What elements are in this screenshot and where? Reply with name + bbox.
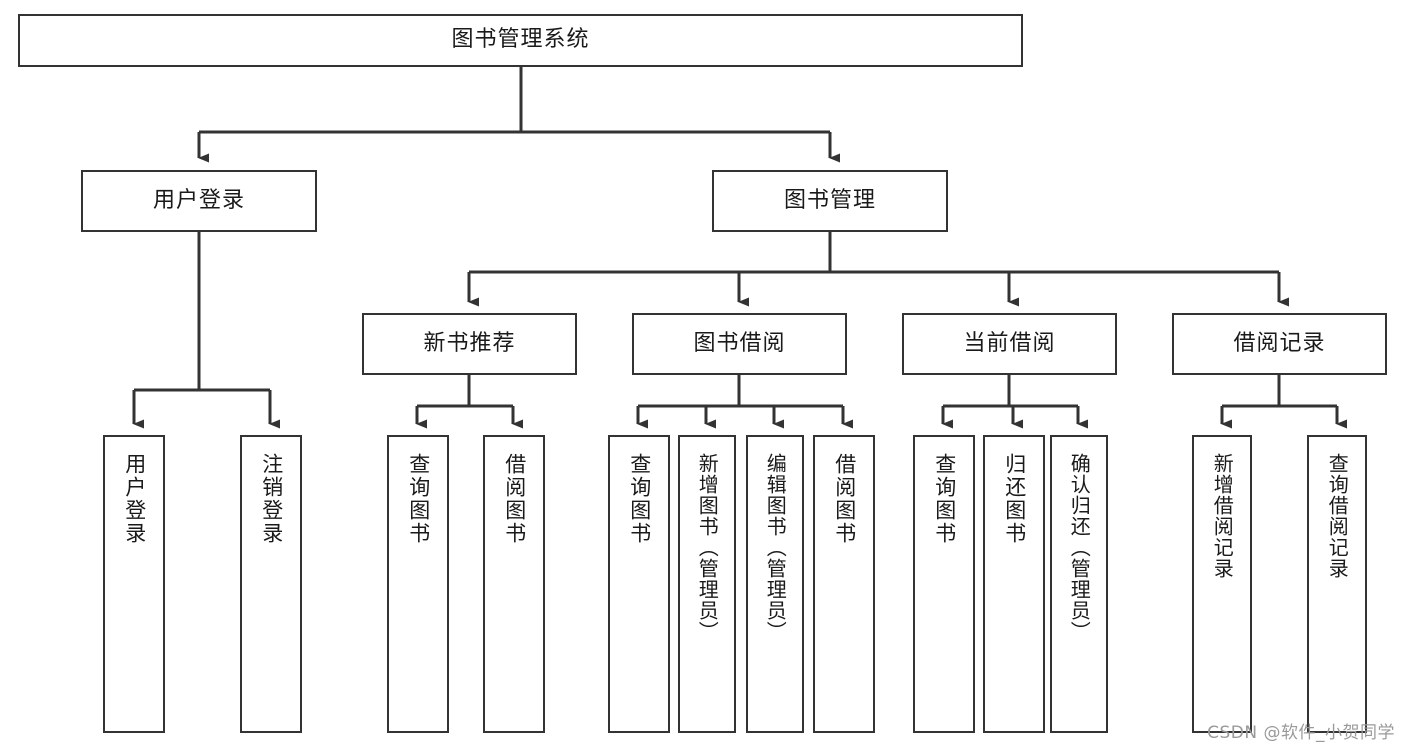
node-book-management[interactable]: 图书管理: [712, 170, 948, 232]
node-label: 用户登录: [122, 453, 147, 545]
node-label: 图书管理: [783, 187, 876, 213]
node-label: 图书借阅: [693, 330, 786, 356]
node-label: 用户登录: [152, 187, 245, 213]
node-label: 新书推荐: [423, 330, 516, 356]
node-label: 新增借阅记录: [1210, 453, 1235, 579]
node-leaf-borrow-book-2[interactable]: 借阅图书: [813, 435, 875, 733]
node-label: 查询图书: [932, 453, 957, 545]
node-leaf-edit-book[interactable]: 编辑图书（管理员）: [746, 435, 804, 733]
node-label: 确认归还（管理员）: [1067, 453, 1092, 642]
node-label: 图书管理系统: [451, 27, 590, 53]
node-label: 新增图书（管理员）: [695, 453, 720, 642]
node-label: 归还图书: [1002, 453, 1027, 545]
node-leaf-query-book-2[interactable]: 查询图书: [608, 435, 670, 733]
node-leaf-borrow-book-1[interactable]: 借阅图书: [483, 435, 545, 733]
node-user-login[interactable]: 用户登录: [81, 170, 317, 232]
watermark-text: CSDN @软件_小贺同学: [1207, 723, 1395, 743]
node-label: 编辑图书（管理员）: [763, 453, 788, 642]
node-leaf-query-book-3[interactable]: 查询图书: [913, 435, 975, 733]
node-borrow-record[interactable]: 借阅记录: [1172, 313, 1387, 375]
node-label: 查询图书: [406, 453, 431, 545]
node-label: 借阅记录: [1233, 330, 1326, 356]
node-leaf-user-login[interactable]: 用户登录: [103, 435, 165, 733]
node-label: 借阅图书: [832, 453, 857, 545]
node-label: 当前借阅: [963, 330, 1056, 356]
node-new-book-recommend[interactable]: 新书推荐: [362, 313, 577, 375]
node-book-borrow[interactable]: 图书借阅: [632, 313, 847, 375]
node-leaf-add-borrow-record[interactable]: 新增借阅记录: [1192, 435, 1252, 733]
node-leaf-query-book-1[interactable]: 查询图书: [387, 435, 449, 733]
node-current-borrow[interactable]: 当前借阅: [902, 313, 1117, 375]
node-leaf-return-book[interactable]: 归还图书: [983, 435, 1045, 733]
node-root-system[interactable]: 图书管理系统: [18, 14, 1023, 67]
node-label: 借阅图书: [502, 453, 527, 545]
node-leaf-logout-login[interactable]: 注销登录: [240, 435, 302, 733]
node-label: 注销登录: [259, 453, 284, 545]
node-label: 查询借阅记录: [1325, 453, 1350, 579]
node-label: 查询图书: [627, 453, 652, 545]
node-leaf-query-borrow-record[interactable]: 查询借阅记录: [1307, 435, 1367, 733]
node-leaf-add-book[interactable]: 新增图书（管理员）: [678, 435, 736, 733]
node-leaf-confirm-return[interactable]: 确认归还（管理员）: [1050, 435, 1108, 733]
